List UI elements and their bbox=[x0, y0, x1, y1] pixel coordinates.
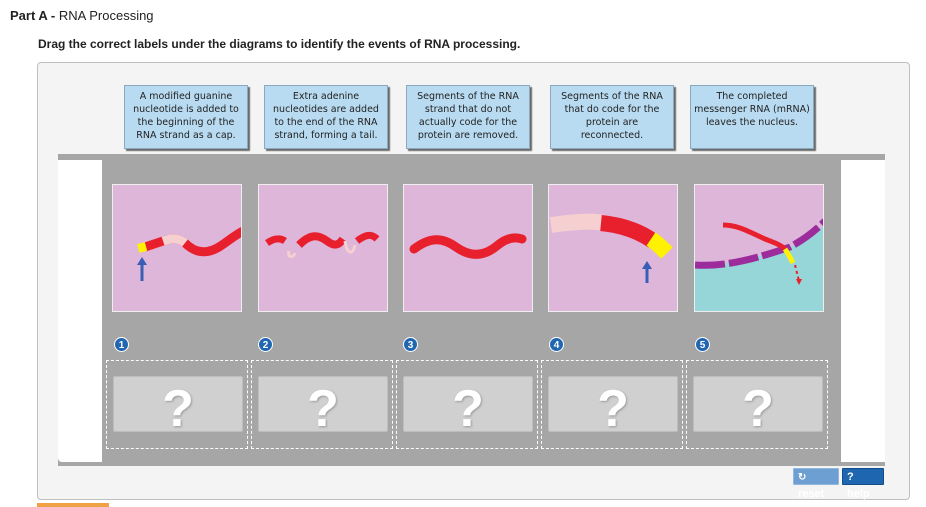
reset-icon: ↻ bbox=[798, 472, 807, 483]
help-button[interactable]: ? help bbox=[842, 468, 884, 500]
placeholder-question-mark: ? bbox=[597, 380, 629, 438]
label-card-tail[interactable]: Extra adenine nucleotides are added to t… bbox=[264, 85, 388, 149]
instructions: Drag the correct labels under the diagra… bbox=[38, 37, 521, 51]
drop-slot[interactable]: ? bbox=[258, 376, 388, 437]
reset-label: reset bbox=[798, 488, 825, 500]
label-card-mrna-leaves[interactable]: The completed messenger RNA (mRNA) leave… bbox=[690, 85, 814, 149]
drop-target-4[interactable]: ? bbox=[541, 360, 683, 449]
step-number-4: 4 bbox=[549, 337, 564, 352]
step-number-5: 5 bbox=[695, 337, 710, 352]
placeholder-question-mark: ? bbox=[307, 380, 339, 438]
drop-slot[interactable]: ? bbox=[113, 376, 243, 437]
reset-button[interactable]: ↻ reset bbox=[793, 468, 839, 500]
rna-cap-illustration bbox=[113, 185, 241, 311]
work-area-margin-right bbox=[841, 160, 885, 462]
work-area-margin-left bbox=[58, 160, 102, 462]
diagram-3 bbox=[403, 184, 533, 312]
placeholder-question-mark: ? bbox=[452, 380, 484, 438]
drop-slot[interactable]: ? bbox=[548, 376, 678, 437]
diagram-4 bbox=[548, 184, 678, 312]
placeholder-question-mark: ? bbox=[742, 380, 774, 438]
drop-slot[interactable]: ? bbox=[693, 376, 823, 437]
diagram-5 bbox=[694, 184, 824, 312]
mrna-exit-illustration bbox=[695, 185, 823, 311]
part-label: Part A - bbox=[10, 8, 56, 23]
diagram-2 bbox=[258, 184, 388, 312]
drop-target-1[interactable]: ? bbox=[106, 360, 248, 449]
rna-reconnected-illustration bbox=[549, 185, 677, 311]
rna-spliced-illustration bbox=[404, 185, 532, 311]
label-card-introns-removed[interactable]: Segments of the RNA strand that do not a… bbox=[406, 85, 530, 149]
drop-target-3[interactable]: ? bbox=[396, 360, 538, 449]
submit-button-edge[interactable] bbox=[37, 503, 109, 507]
diagram-1 bbox=[112, 184, 242, 312]
drop-target-5[interactable]: ? bbox=[686, 360, 828, 449]
step-number-2: 2 bbox=[258, 337, 273, 352]
step-number-1: 1 bbox=[114, 337, 129, 352]
drop-slot[interactable]: ? bbox=[403, 376, 533, 437]
part-name: RNA Processing bbox=[58, 8, 154, 23]
step-number-3: 3 bbox=[403, 337, 418, 352]
placeholder-question-mark: ? bbox=[162, 380, 194, 438]
label-card-exons-reconnected[interactable]: Segments of the RNA that do code for the… bbox=[550, 85, 674, 149]
drop-target-2[interactable]: ? bbox=[251, 360, 393, 449]
rna-tail-illustration bbox=[259, 185, 387, 311]
label-card-cap[interactable]: A modified guanine nucleotide is added t… bbox=[124, 85, 248, 149]
part-title: Part A - RNA Processing bbox=[10, 8, 154, 23]
